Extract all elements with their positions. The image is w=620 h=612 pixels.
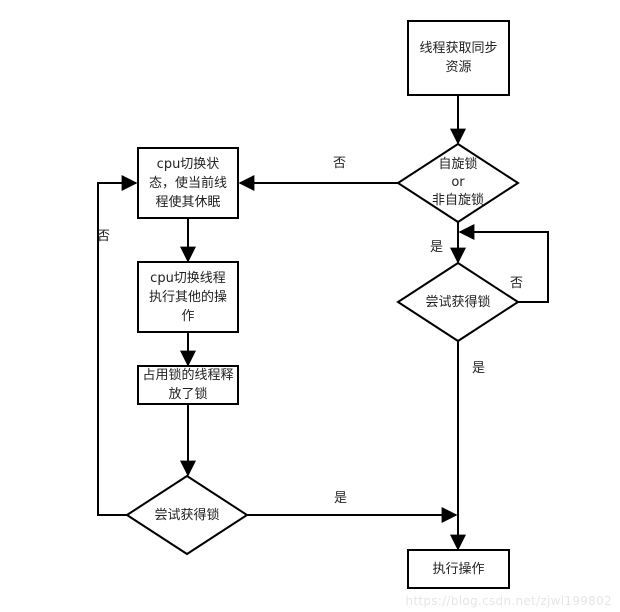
watermark: https://blog.csdn.net/zjwl199802 xyxy=(405,594,612,608)
node-try-lock-right xyxy=(396,261,520,343)
label-retry-no: 否 xyxy=(510,276,524,291)
edge-left-no-loop xyxy=(97,175,138,516)
label-right-yes: 是 xyxy=(472,361,486,376)
node-lock-released xyxy=(137,365,239,405)
node-acquire-resource xyxy=(407,20,510,96)
label-left-no: 否 xyxy=(97,229,111,244)
node-try-lock-left xyxy=(125,474,249,556)
node-execute xyxy=(407,549,510,589)
node-cpu-sleep xyxy=(137,147,239,219)
label-left-yes: 是 xyxy=(334,491,348,506)
node-cpu-switch xyxy=(137,261,239,333)
label-spin-yes: 是 xyxy=(430,240,444,255)
node-spin-decision xyxy=(396,142,520,224)
label-spin-no: 否 xyxy=(333,156,347,171)
edge-retry-loop xyxy=(458,224,549,303)
